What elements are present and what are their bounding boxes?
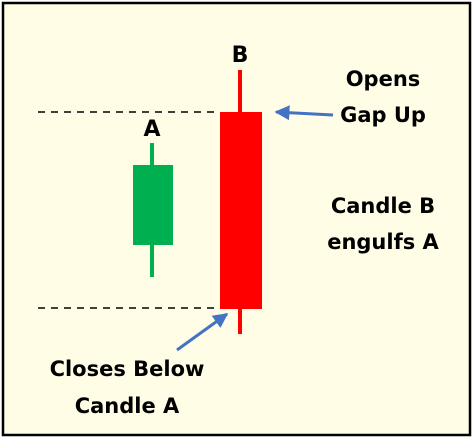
opens-gap-up-line1: Opens (346, 67, 421, 91)
opens-gap-up-arrow (274, 105, 334, 121)
closes-below-line1: Closes Below (50, 357, 205, 381)
closes-below-line2: Candle A (75, 394, 180, 418)
candle-a-body (133, 165, 173, 245)
engulfs-line2: engulfs A (327, 230, 439, 254)
candle-b-label: B (232, 43, 249, 68)
candle-b (220, 70, 262, 334)
candle-a (133, 143, 173, 277)
opens-gap-up-line2: Gap Up (340, 103, 426, 127)
candle-b-body (220, 112, 262, 309)
candle-a-label: A (143, 117, 160, 142)
engulfs-line1: Candle B (331, 194, 435, 218)
closes-below-arrow (176, 312, 229, 352)
